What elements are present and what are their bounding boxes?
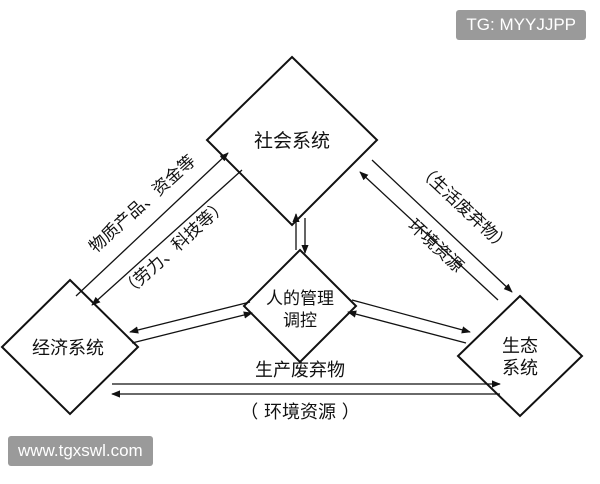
economy-to-management-arrow xyxy=(131,311,253,344)
society-node xyxy=(205,55,379,227)
society-to-economy-arrow xyxy=(91,169,243,306)
management-label-line2: 调控 xyxy=(283,311,317,331)
management-to-ecology-arrow xyxy=(351,299,471,334)
economy-label: 经济系统 xyxy=(32,338,104,359)
watermark-top: TG: MYYJJPP xyxy=(456,10,586,40)
watermark-bottom: www.tgxswl.com xyxy=(8,436,153,466)
management-to-economy-arrow xyxy=(129,301,251,334)
ecology-to-society-arrow xyxy=(359,171,499,301)
management-node xyxy=(242,248,358,364)
ecology-node xyxy=(456,294,584,418)
society-label: 社会系统 xyxy=(254,130,330,152)
economy-to-society-arrow xyxy=(75,152,229,297)
society-to-ecology-arrow xyxy=(371,159,513,293)
economy-to-ecology-label: 生产废弃物 xyxy=(255,360,345,381)
management-label-line1: 人的管理 xyxy=(266,289,334,309)
economy-node xyxy=(0,278,140,416)
ecology-label-line1: 生态 xyxy=(502,336,538,357)
ecology-to-management-arrow xyxy=(347,310,467,344)
ecology-to-economy-label: （ 环境资源 ） xyxy=(240,402,359,423)
ecology-label-line2: 系统 xyxy=(502,358,538,379)
ecology-to-society-label: 环境资源 xyxy=(404,216,467,277)
